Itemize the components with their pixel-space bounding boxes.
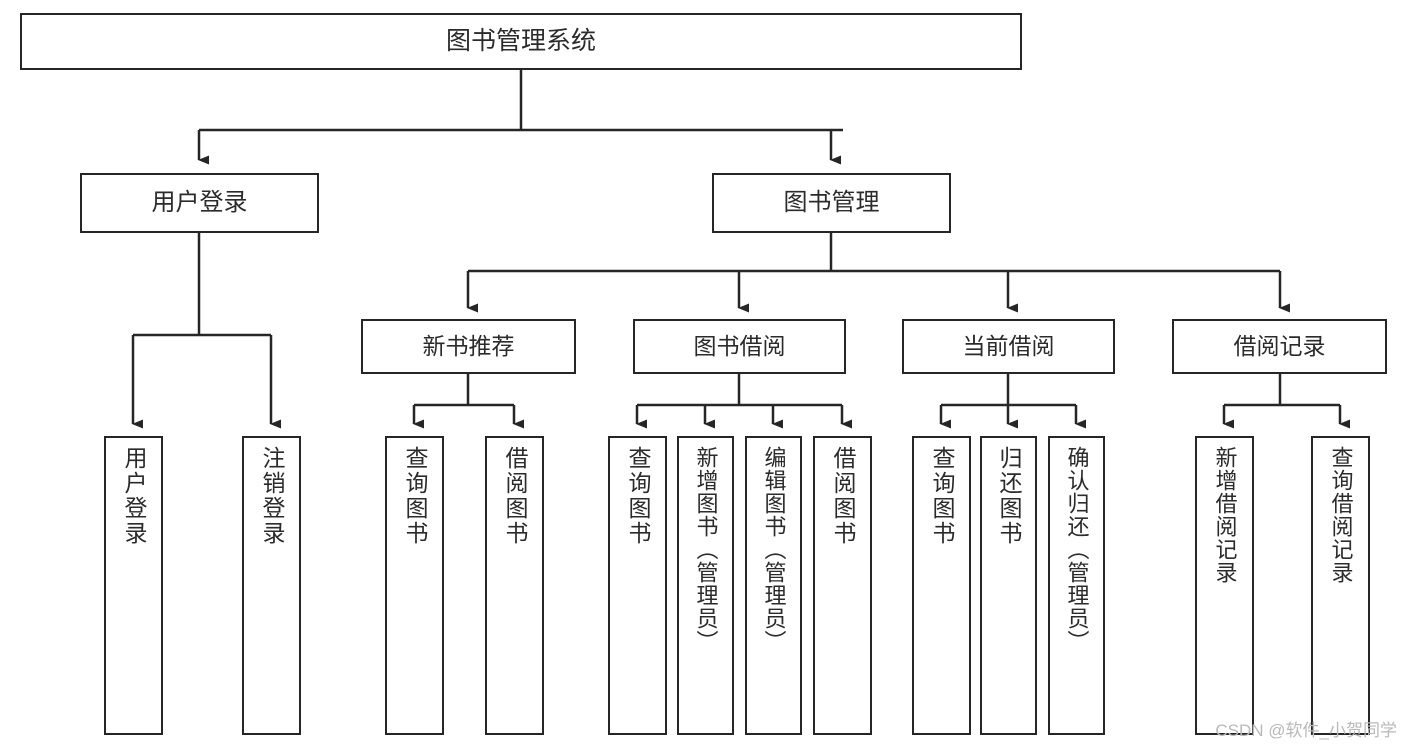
node-label: 借阅图书 [830,446,856,546]
leaf-return-book[interactable]: 归还图书 [980,436,1037,735]
leaf-user-logout[interactable]: 注销登录 [242,436,301,735]
leaf-query-book-current[interactable]: 查询图书 [912,436,971,735]
leaf-query-borrow-record[interactable]: 查询借阅记录 [1311,436,1370,735]
node-label: 查询借阅记录 [1328,446,1354,584]
leaf-add-book-admin[interactable]: 新增图书（管理员） [677,436,734,735]
leaf-query-book-recommend[interactable]: 查询图书 [385,436,444,735]
node-label: 图书借阅 [693,332,786,359]
node-label: 查询图书 [402,446,428,546]
node-label: 注销登录 [259,446,285,546]
node-new-book-recommend[interactable]: 新书推荐 [361,319,576,374]
node-label: 用户登录 [151,188,248,216]
leaf-confirm-return-admin[interactable]: 确认归还（管理员） [1048,436,1105,735]
node-label: 新增图书（管理员） [693,446,719,653]
node-label: 确认归还（管理员） [1064,446,1090,653]
node-user-login[interactable]: 用户登录 [80,173,319,233]
node-label: 查询图书 [929,446,955,546]
leaf-edit-book-admin[interactable]: 编辑图书（管理员） [745,436,802,735]
leaf-user-login[interactable]: 用户登录 [104,436,163,735]
node-label: 新书推荐 [422,332,515,359]
node-book-management[interactable]: 图书管理 [712,173,951,233]
node-label: 当前借阅 [962,332,1055,359]
node-current-borrow[interactable]: 当前借阅 [902,319,1115,374]
node-label: 编辑图书（管理员） [761,446,787,653]
node-label: 归还图书 [996,446,1022,546]
node-book-borrow[interactable]: 图书借阅 [633,319,846,374]
node-label: 查询图书 [625,446,651,546]
node-label: 用户登录 [121,446,147,546]
node-label: 图书管理系统 [445,26,596,55]
leaf-lend-book[interactable]: 借阅图书 [813,436,872,735]
node-label: 新增借阅记录 [1212,446,1238,584]
node-label: 借阅图书 [502,446,528,546]
node-label: 图书管理 [783,188,880,216]
node-borrow-record[interactable]: 借阅记录 [1172,319,1387,374]
leaf-borrow-book-recommend[interactable]: 借阅图书 [485,436,544,735]
leaf-query-book-borrow[interactable]: 查询图书 [608,436,667,735]
node-label: 借阅记录 [1233,332,1326,359]
watermark-text: CSDN @软件_小贺同学 [1215,721,1397,740]
leaf-add-borrow-record[interactable]: 新增借阅记录 [1195,436,1254,735]
node-root-system[interactable]: 图书管理系统 [20,13,1022,70]
